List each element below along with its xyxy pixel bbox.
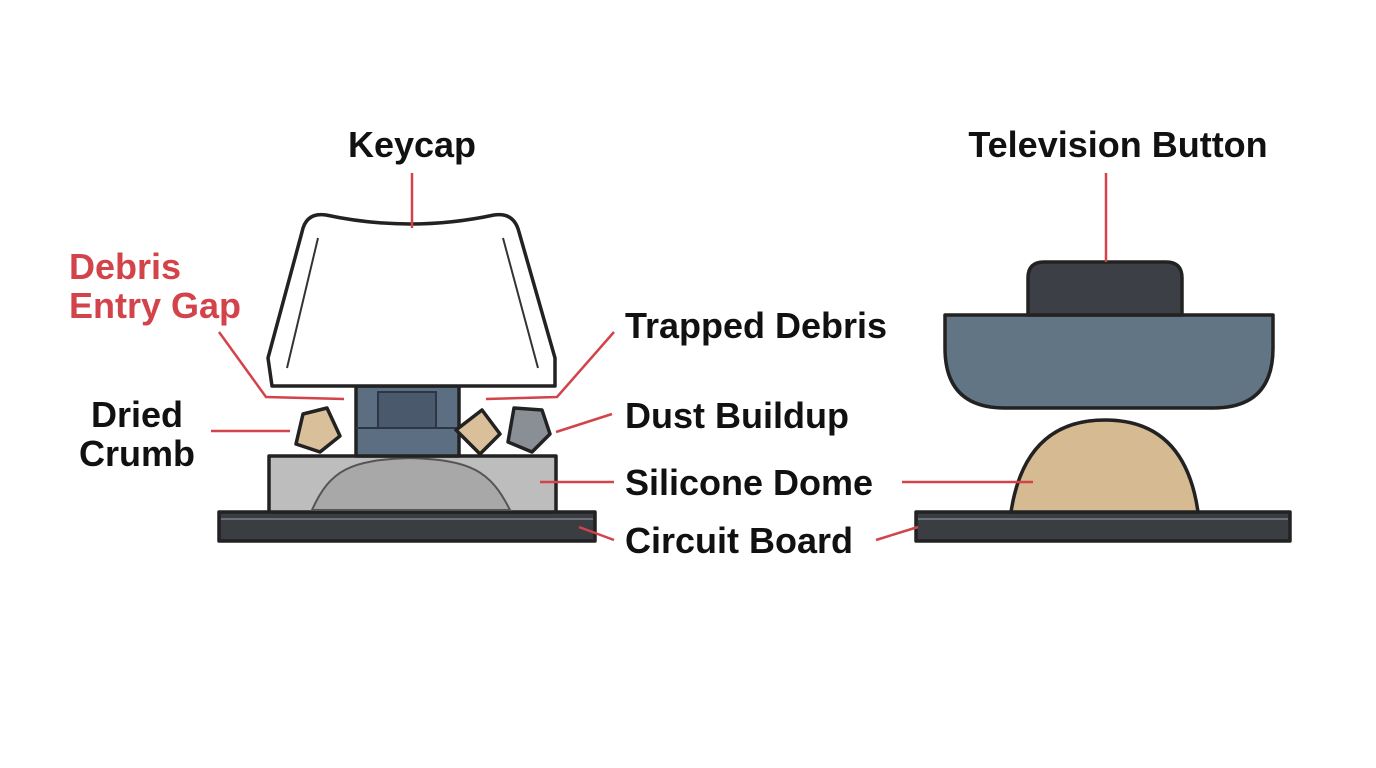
- dust-buildup-label: Dust Buildup: [625, 395, 849, 436]
- dust-buildup-leader: [555, 412, 613, 434]
- keyboard-circuit-board: [217, 510, 597, 543]
- dried-crumb-piece: [294, 406, 342, 454]
- tv-button-body: [943, 313, 1275, 410]
- trapped-debris-label: Trapped Debris: [625, 305, 887, 346]
- circuit-board-leader: [578, 525, 615, 542]
- trapped-debris-piece: [454, 408, 502, 456]
- keycap-shape: [266, 212, 557, 388]
- keyboard-silicone-dome: [310, 456, 512, 511]
- tv-circuit-board: [914, 510, 1292, 543]
- tv-silicone-dome: [1009, 418, 1200, 514]
- tv-circuit-board-leader: [875, 525, 919, 542]
- television-button-label: Television Button: [968, 124, 1267, 165]
- debris-gap-label-line2: Entry Gap: [69, 285, 241, 326]
- trapped-debris-leader: [485, 331, 615, 401]
- debris-gap-label-line1: Debris: [69, 246, 181, 287]
- circuit-board-label: Circuit Board: [625, 520, 853, 561]
- keycap-left-edge-line: [286, 237, 319, 369]
- dried-crumb-label-line2: Crumb: [79, 433, 195, 474]
- keyboard-switch-illustration: [217, 212, 597, 543]
- silicone-dome-label: Silicone Dome: [625, 462, 873, 503]
- debris-gap-leader: [217, 331, 345, 401]
- television-button-illustration: [914, 260, 1292, 543]
- switch-stem-inner: [377, 391, 437, 429]
- tv-button-cap: [1026, 260, 1184, 317]
- keycap-right-edge-line: [502, 237, 539, 369]
- keycap-label: Keycap: [348, 124, 476, 165]
- dried-crumb-label-line1: Dried: [91, 394, 183, 435]
- dust-piece: [506, 406, 552, 454]
